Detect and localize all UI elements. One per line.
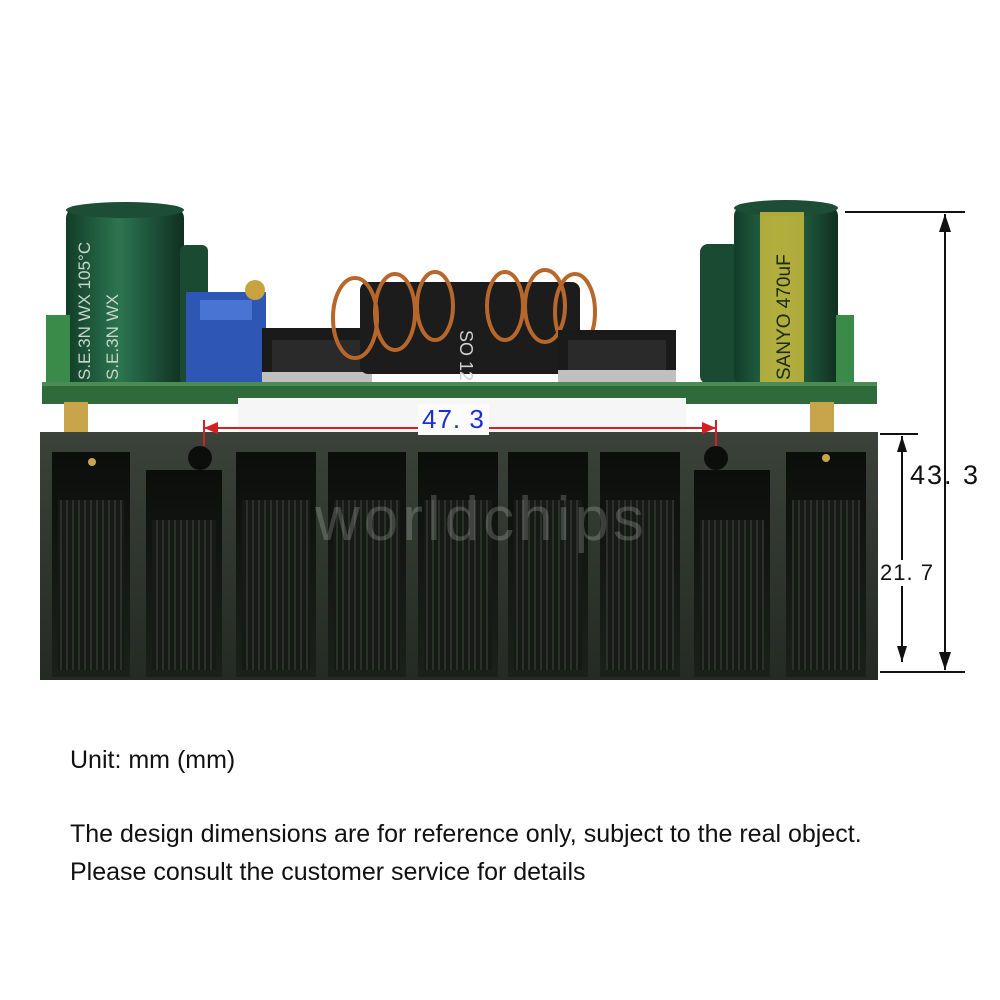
width-dimension-label: 47. 3 xyxy=(418,404,489,435)
mosfet-right xyxy=(558,330,676,386)
unit-note: Unit: mm (mm) xyxy=(70,746,236,774)
svg-text:SO 125: SO 125 xyxy=(456,330,476,391)
product-photo: S.E.3N WX 105°C S.E.3N WX SO 125 xyxy=(40,200,965,680)
capacitor-left: S.E.3N WX 105°C S.E.3N WX xyxy=(66,202,184,388)
svg-text:S.E.3N WX: S.E.3N WX xyxy=(103,294,122,380)
heatsink xyxy=(40,432,878,680)
fin-height-dimension-line xyxy=(880,433,918,662)
terminal-block-left xyxy=(46,315,70,385)
svg-text:S.E.3N WX 105°C: S.E.3N WX 105°C xyxy=(75,242,94,380)
fin-height-label: 21. 7 xyxy=(880,560,934,586)
disclaimer-line-2: Please consult the customer service for … xyxy=(70,858,586,886)
disclaimer-line-1: The design dimensions are for reference … xyxy=(70,820,862,848)
total-height-dimension-line xyxy=(845,211,965,673)
terminal-block-right xyxy=(836,315,854,385)
capacitor-right: SANYO 470uF xyxy=(734,200,838,386)
capacitor-right-small xyxy=(700,244,740,384)
watermark: worldchips xyxy=(314,485,648,554)
trimmer-potentiometer xyxy=(186,280,266,382)
toroid-inductor: SO 125 xyxy=(331,268,597,391)
standoff-right xyxy=(810,402,834,432)
svg-text:SANYO 470uF: SANYO 470uF xyxy=(774,254,795,380)
total-height-label: 43. 3 xyxy=(910,460,981,490)
standoff-left xyxy=(64,402,88,432)
